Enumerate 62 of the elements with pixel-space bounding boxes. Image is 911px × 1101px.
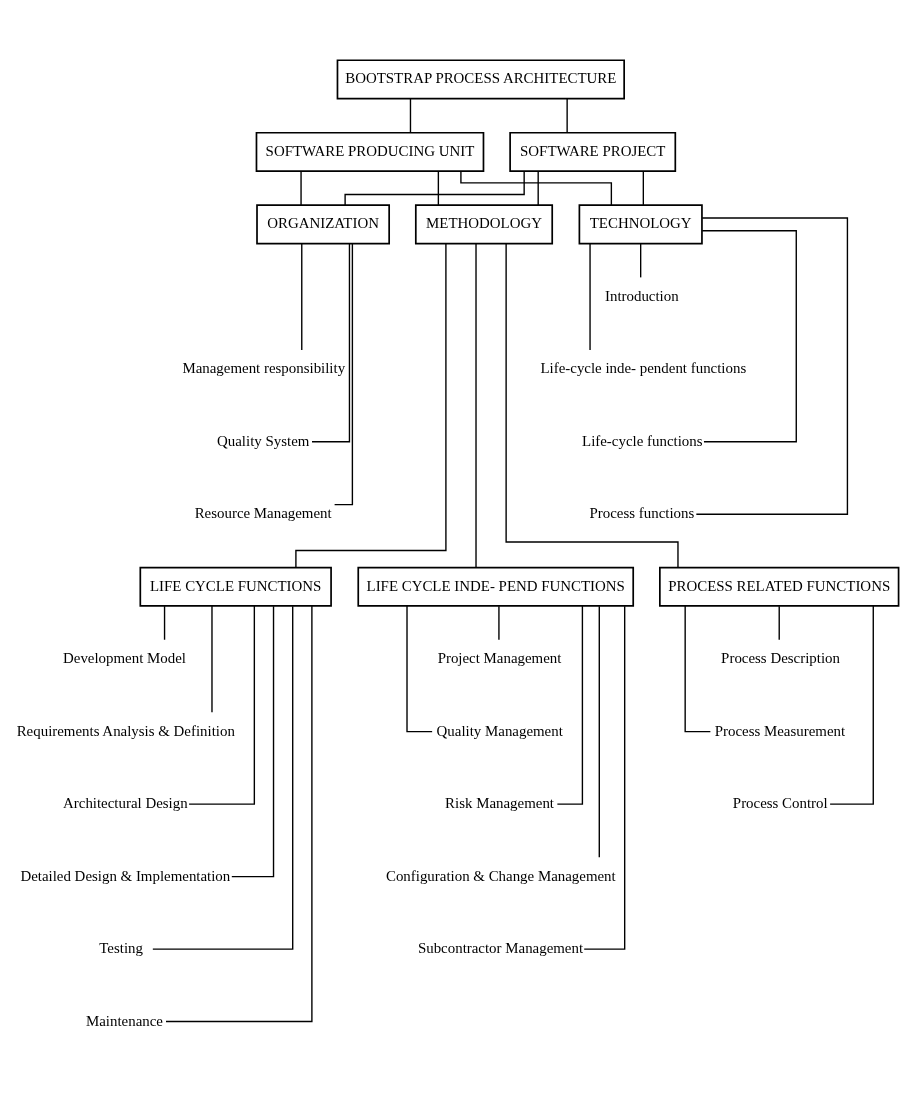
node-text: Project Management [437, 650, 562, 667]
connector [684, 605, 712, 733]
connector [701, 230, 797, 443]
connector [829, 605, 874, 805]
node-box: TECHNOLOGY [578, 204, 703, 245]
node-text: Architectural Design [63, 795, 188, 812]
connector [460, 170, 613, 206]
connector [311, 243, 351, 443]
connector [406, 605, 433, 733]
connector [344, 170, 525, 206]
node-box: LIFE CYCLE INDE- PEND FUNCTIONS [357, 566, 635, 607]
node-text: Resource Management [194, 505, 332, 522]
node-box: ORGANIZATION [256, 204, 390, 245]
node-text: Life-cycle inde- pendent functions [540, 360, 747, 377]
node-text: Process Measurement [714, 722, 846, 739]
node-box: SOFTWARE PROJECT [509, 131, 677, 172]
node-text: Risk Management [445, 795, 554, 812]
connector [211, 605, 213, 714]
node-text: Subcontractor Management [417, 940, 584, 957]
connector [639, 243, 642, 279]
connector [165, 605, 313, 1023]
connector [231, 605, 275, 878]
node-box: BOOTSTRAP PROCESS ARCHITECTURE [336, 59, 625, 100]
node-box: LIFE CYCLE FUNCTIONS [139, 566, 332, 607]
connector [498, 605, 500, 641]
connector [589, 242, 591, 351]
node-text: Life-cycle functions [582, 432, 703, 449]
connector [598, 605, 600, 858]
connector [163, 605, 166, 641]
connector [152, 605, 294, 950]
connector [642, 170, 645, 206]
node-text: Requirements Analysis & Definition [16, 722, 235, 739]
connector [437, 170, 440, 206]
connector [566, 98, 568, 134]
node-text: Quality System [217, 432, 310, 449]
connector [695, 217, 849, 515]
node-text: Quality Management [436, 722, 563, 739]
connector [505, 243, 679, 569]
connector [409, 98, 412, 134]
node-box: METHODOLOGY [414, 204, 554, 245]
connector [295, 243, 447, 569]
node-text: Detailed Design & Implementation [20, 867, 231, 884]
node-text: Introduction [604, 287, 679, 304]
connector [300, 170, 302, 206]
node-box: PROCESS RELATED FUNCTIONS [659, 566, 900, 607]
connector [583, 605, 626, 950]
node-box: SOFTWARE PRODUCING UNIT [255, 131, 485, 172]
node-text: Process Description [721, 650, 840, 667]
node-text: Testing [99, 940, 143, 957]
connector [778, 605, 780, 641]
connector [537, 170, 539, 206]
node-text: Management responsibility [182, 360, 346, 377]
node-text: Configuration & Change Management [385, 867, 616, 884]
connector [188, 605, 256, 805]
connector [333, 242, 354, 506]
node-text: Development Model [63, 650, 186, 667]
node-text: Process Control [732, 795, 828, 812]
connector [301, 242, 303, 351]
connector [475, 243, 477, 568]
connector [556, 605, 584, 805]
node-text: Maintenance [85, 1012, 163, 1029]
node-text: Process functions [589, 505, 695, 522]
